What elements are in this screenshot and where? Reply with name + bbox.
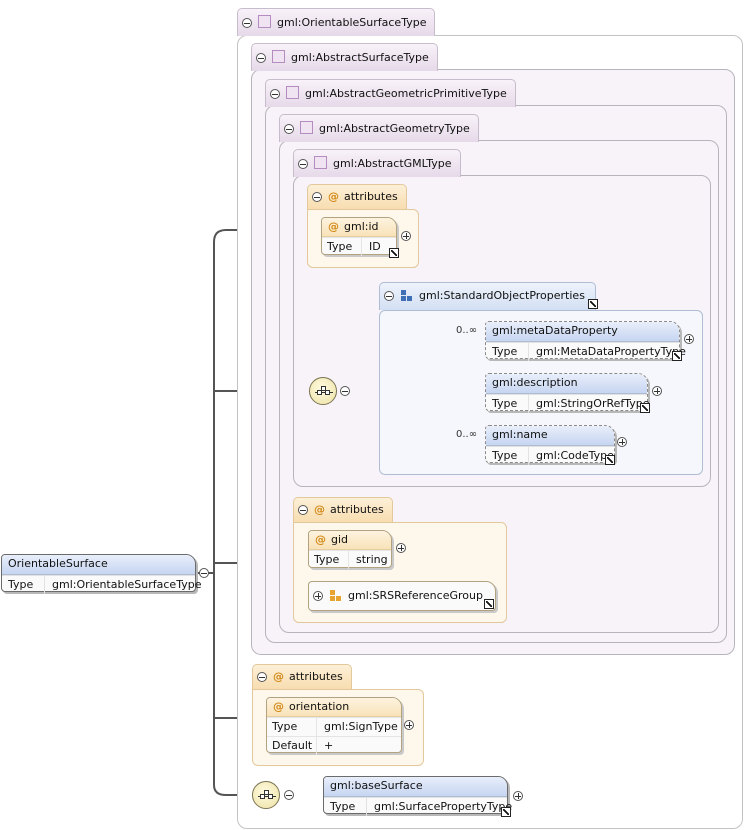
goto-definition-icon[interactable] (640, 403, 650, 413)
type-key: Type (486, 447, 529, 465)
default-value: + (324, 739, 334, 752)
type-value: gml:SignType (324, 720, 398, 733)
type-name: gml:AbstractSurfaceType (291, 51, 429, 64)
type-name: gml:AbstractGMLType (333, 157, 452, 170)
group-icon (401, 290, 413, 301)
attribute-icon: @ (315, 533, 326, 546)
collapse-icon[interactable] (256, 53, 266, 63)
attribute-icon: @ (273, 670, 284, 683)
attribute-icon: @ (328, 220, 339, 233)
type-key: Type (486, 395, 529, 413)
type-key: Type (324, 798, 367, 816)
goto-definition-icon[interactable] (484, 599, 494, 609)
expand-icon[interactable] (652, 386, 662, 396)
standard-object-properties-tab[interactable]: gml:StandardObjectProperties (379, 282, 596, 310)
attribute-orientation[interactable]: @ orientation Type gml:SignType Default + (266, 697, 402, 755)
sequence-compositor-icon[interactable] (252, 781, 280, 809)
abstract-gml-type-tab[interactable]: gml:AbstractGMLType (293, 149, 461, 177)
attributes-group-tab[interactable]: @ attributes (293, 497, 393, 523)
goto-definition-icon[interactable] (501, 807, 511, 817)
element-name[interactable]: gml:name Type gml:CodeType (485, 425, 615, 465)
attributes-group-tab[interactable]: @ attributes (307, 184, 407, 210)
abstract-primitive-type-tab[interactable]: gml:AbstractGeometricPrimitiveType (265, 79, 516, 107)
complex-type-icon (286, 86, 299, 99)
collapse-icon[interactable] (284, 790, 294, 800)
expand-icon[interactable] (404, 720, 414, 730)
collapse-icon[interactable] (340, 386, 350, 396)
attribute-name: gml:id (344, 220, 379, 233)
complex-type-icon (272, 50, 285, 63)
type-key: Type (486, 343, 529, 361)
element-name: gml:description (486, 374, 647, 394)
attributes-group-tab[interactable]: @ attributes (252, 664, 352, 690)
expand-icon[interactable] (396, 543, 406, 553)
type-value: gml:CodeType (536, 449, 614, 462)
goto-definition-icon[interactable] (672, 351, 682, 361)
type-key: Type (267, 718, 317, 736)
element-name: gml:metaDataProperty (486, 322, 679, 342)
orientable-surface-type-tab[interactable]: gml:OrientableSurfaceType (237, 8, 436, 36)
type-value: ID (369, 240, 381, 253)
goto-definition-icon[interactable] (605, 455, 615, 465)
type-name: gml:OrientableSurfaceType (277, 16, 427, 29)
expand-icon[interactable] (401, 231, 411, 241)
element-metadataproperty[interactable]: gml:metaDataProperty Type gml:MetaDataPro… (485, 321, 686, 361)
type-value: string (356, 553, 388, 566)
type-key: Type (309, 551, 349, 569)
type-value: gml:OrientableSurfaceType (52, 578, 202, 591)
attribute-name: orientation (289, 700, 350, 713)
abstract-geometry-type-tab[interactable]: gml:AbstractGeometryType (279, 114, 479, 142)
expand-icon[interactable] (617, 437, 627, 447)
type-name: gml:AbstractGeometricPrimitiveType (305, 87, 507, 100)
collapse-icon[interactable] (199, 568, 209, 578)
collapse-icon[interactable] (270, 89, 280, 99)
occurrence-label: 0..∞ (456, 429, 478, 440)
attribute-gid[interactable]: @ gid Type string (308, 530, 392, 569)
attribute-icon: @ (328, 190, 339, 203)
expand-icon[interactable] (684, 334, 694, 344)
attribute-icon: @ (273, 700, 284, 713)
attribute-group-srs-reference[interactable]: gml:SRSReferenceGroup (308, 581, 496, 611)
expand-icon[interactable] (313, 591, 323, 601)
complex-type-icon (314, 156, 327, 169)
sequence-compositor-icon[interactable] (309, 377, 337, 405)
group-name: gml:StandardObjectProperties (419, 289, 585, 302)
complex-type-icon (300, 121, 313, 134)
type-key: Type (322, 238, 362, 256)
collapse-icon[interactable] (298, 159, 308, 169)
element-base-surface[interactable]: gml:baseSurface Type gml:SurfacePropertyT… (323, 776, 512, 816)
attribute-name: gid (331, 533, 349, 546)
collapse-icon[interactable] (257, 672, 267, 682)
default-key: Default (267, 737, 317, 755)
collapse-icon[interactable] (298, 505, 308, 515)
element-name-label: gml:name (486, 426, 614, 446)
collapse-icon[interactable] (312, 192, 322, 202)
root-element-orientable-surface[interactable]: OrientableSurface Type gml:OrientableSurf… (1, 554, 201, 594)
complex-type-icon (258, 15, 271, 28)
element-description[interactable]: gml:description Type gml:StringOrRefType (485, 373, 650, 413)
collapse-icon[interactable] (284, 124, 294, 134)
attribute-gml-id[interactable]: @ gml:id Type ID (321, 217, 397, 256)
type-key: Type (2, 576, 45, 594)
element-name: OrientableSurface (2, 555, 195, 575)
attributes-label: attributes (344, 190, 398, 203)
attributes-label: attributes (330, 503, 384, 516)
attributes-label: attributes (289, 670, 343, 683)
element-name: gml:baseSurface (324, 777, 507, 797)
attribute-group-name: gml:SRSReferenceGroup (348, 589, 483, 602)
goto-definition-icon[interactable] (588, 299, 598, 309)
attribute-icon: @ (314, 503, 325, 516)
attribute-group-icon (330, 590, 342, 601)
collapse-icon[interactable] (242, 18, 252, 28)
collapse-icon[interactable] (384, 291, 394, 301)
type-value: gml:MetaDataPropertyType (536, 345, 686, 358)
expand-icon[interactable] (513, 791, 523, 801)
type-name: gml:AbstractGeometryType (319, 122, 470, 135)
type-value: gml:SurfacePropertyType (374, 800, 513, 813)
abstract-surface-type-tab[interactable]: gml:AbstractSurfaceType (251, 43, 438, 71)
occurrence-label: 0..∞ (456, 325, 478, 336)
type-value: gml:StringOrRefType (536, 397, 650, 410)
goto-definition-icon[interactable] (389, 248, 399, 258)
